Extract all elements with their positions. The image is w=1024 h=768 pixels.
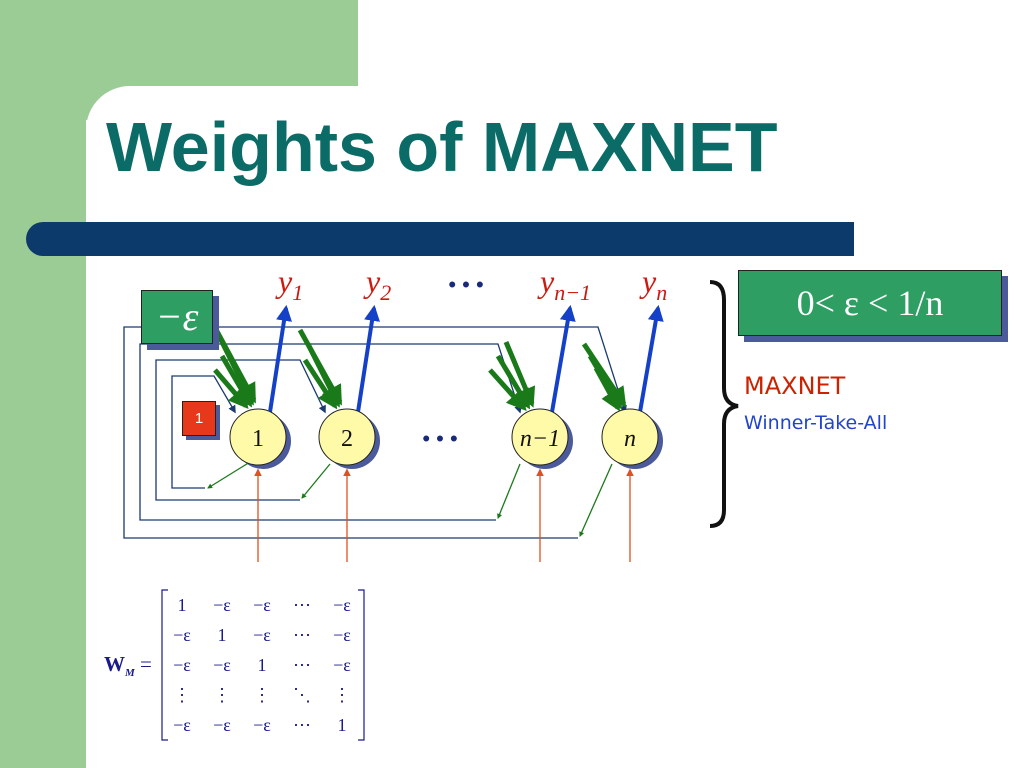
- node-ellipsis: • • •: [422, 426, 457, 451]
- neuron-nodes: 1 2 n−1 n: [229, 408, 663, 469]
- matrix-cell: ⋮: [173, 684, 191, 705]
- matrix-cell: ⋯: [293, 594, 311, 615]
- title-underline-bar: [26, 222, 854, 256]
- matrix-cell: −ε: [213, 714, 231, 735]
- matrix-row: −ε 1 −ε ⋯ −ε: [162, 620, 362, 650]
- matrix-cell: −ε: [173, 714, 191, 735]
- matrix-cell: ⋮: [253, 684, 271, 705]
- node-2-label: 2: [341, 426, 353, 452]
- output-arrows: [268, 304, 664, 413]
- curly-brace: [709, 280, 739, 528]
- y1-label: y1: [275, 263, 303, 305]
- matrix-cell: −ε: [333, 594, 351, 615]
- matrix-row: 1 −ε −ε ⋯ −ε: [162, 590, 362, 620]
- matrix-cell: −ε: [173, 624, 191, 645]
- matrix-row: −ε −ε 1 ⋯ −ε: [162, 650, 362, 680]
- output-labels: y1 y2 yn−1 yn: [275, 263, 667, 305]
- matrix-cell: 1: [177, 594, 187, 615]
- weight-matrix: 1 −ε −ε ⋯ −ε −ε 1 −ε ⋯ −ε −ε −ε 1 ⋯ −ε ⋮…: [162, 590, 362, 740]
- matrix-cell: −ε: [213, 654, 231, 675]
- matrix-cell: −ε: [253, 594, 271, 615]
- yn-minus-1-label: yn−1: [537, 263, 591, 305]
- matrix-cell: −ε: [253, 624, 271, 645]
- negative-epsilon-box: −ε: [141, 290, 213, 344]
- winner-take-all-label: Winner-Take-All: [744, 412, 888, 434]
- matrix-cell: −ε: [253, 714, 271, 735]
- matrix-row: ⋮ ⋮ ⋮ ⋱ ⋮: [162, 680, 362, 710]
- matrix-cell: ⋱: [293, 684, 311, 705]
- node-n-minus-1-label: n−1: [520, 426, 560, 452]
- node-n-label: n: [624, 426, 636, 452]
- yn-label: yn: [639, 263, 667, 305]
- input-arrows: [254, 468, 634, 562]
- matrix-cell: ⋯: [293, 654, 311, 675]
- self-weight-box: 1: [182, 401, 216, 436]
- node-1-label: 1: [252, 426, 264, 452]
- matrix-row: −ε −ε −ε ⋯ 1: [162, 710, 362, 740]
- y2-label: y2: [363, 263, 391, 305]
- matrix-cell: 1: [217, 624, 227, 645]
- matrix-cell: 1: [337, 714, 347, 735]
- epsilon-condition-box: 0< ε < 1/n: [738, 270, 1002, 336]
- inhibitory-arrows: [209, 320, 627, 412]
- output-ellipsis: • • •: [448, 272, 483, 297]
- matrix-cell: −ε: [333, 624, 351, 645]
- matrix-cell: ⋯: [293, 624, 311, 645]
- maxnet-label: MAXNET: [744, 372, 846, 400]
- matrix-cell: −ε: [213, 594, 231, 615]
- background-green-left: [0, 0, 86, 768]
- feedback-outputs: [207, 461, 613, 537]
- matrix-cell: ⋯: [293, 714, 311, 735]
- matrix-cell: ⋮: [333, 684, 351, 705]
- matrix-cell: −ε: [333, 654, 351, 675]
- matrix-cell: ⋮: [213, 684, 231, 705]
- matrix-cell: −ε: [173, 654, 191, 675]
- matrix-cell: 1: [257, 654, 267, 675]
- slide-title: Weights of MAXNET: [106, 108, 778, 186]
- weight-matrix-label: WM =: [104, 652, 152, 680]
